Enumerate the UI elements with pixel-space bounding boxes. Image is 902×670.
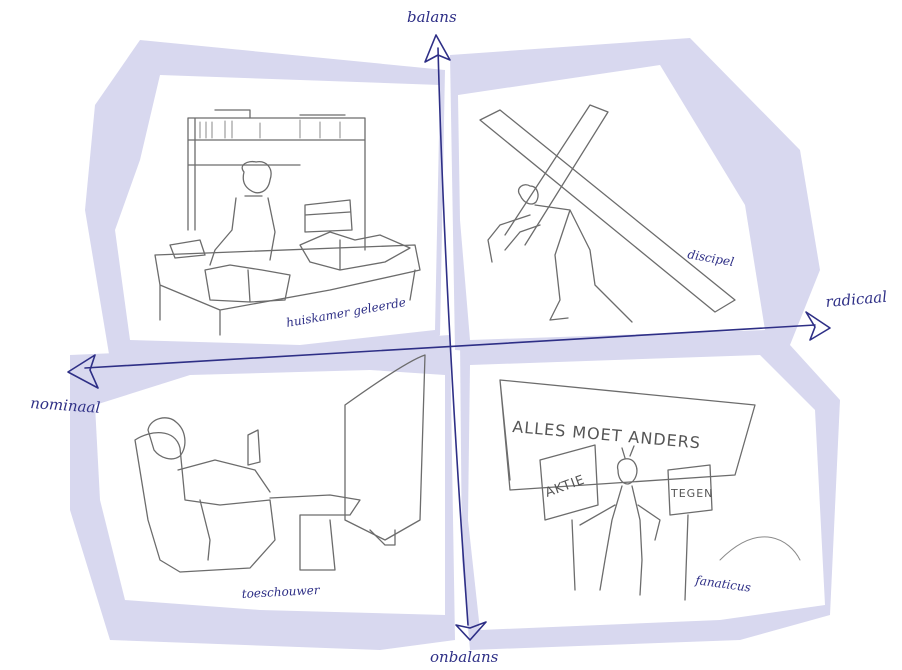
axis-label-right: radicaal: [825, 288, 888, 311]
axis-label-left: nominaal: [30, 394, 101, 417]
sign-text-right: TEGEN: [670, 487, 713, 500]
panel-bottom-right: [468, 355, 825, 630]
axis-label-bottom: onbalans: [430, 648, 499, 666]
axis-label-top: balans: [407, 8, 457, 26]
